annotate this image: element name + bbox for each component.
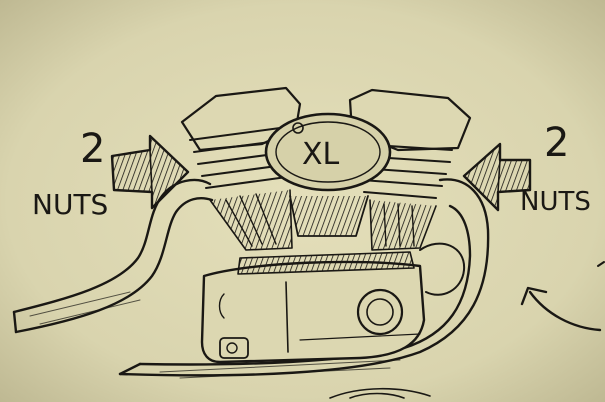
right-nuts-label: NUTS (520, 187, 591, 217)
right-count-label: 2 (544, 120, 569, 166)
left-nuts-label: NUTS (32, 188, 108, 221)
left-count-label: 2 (80, 126, 105, 172)
engine-badge-label: XL (302, 137, 340, 172)
center-manifold (290, 196, 368, 236)
